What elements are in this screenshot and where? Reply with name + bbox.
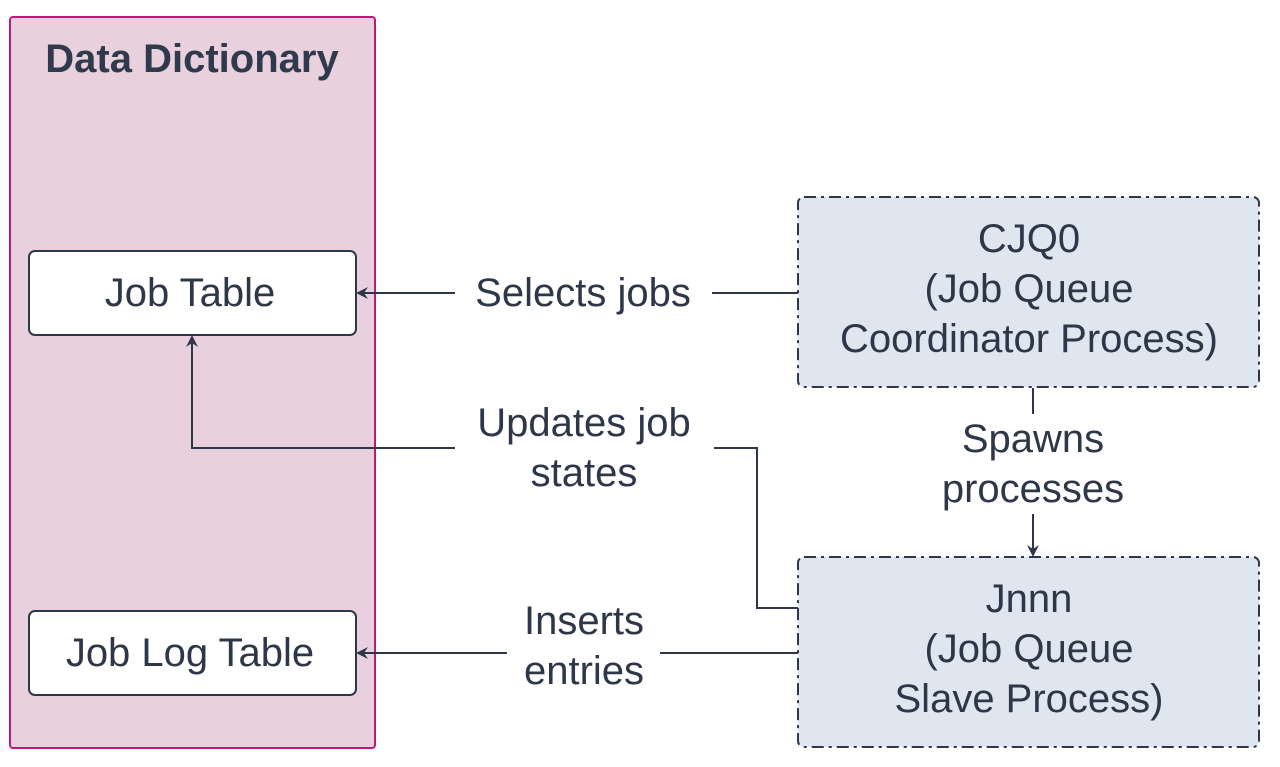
edge-inserts-label-line-1: Inserts	[524, 599, 644, 643]
cjq0-label-line-3: Coordinator Process)	[840, 317, 1218, 361]
edge-inserts-entries: Inserts entries	[356, 599, 798, 693]
edge-updates-label-line-1: Updates job	[477, 401, 690, 445]
job-log-table-label: Job Log Table	[66, 631, 314, 675]
jnnn-node[interactable]: Jnnn (Job Queue Slave Process)	[797, 556, 1260, 748]
group-title: Data Dictionary	[45, 37, 339, 81]
job-table-node[interactable]: Job Table	[28, 250, 357, 336]
jnnn-label-line-3: Slave Process)	[895, 677, 1164, 721]
cjq0-node[interactable]: CJQ0 (Job Queue Coordinator Process)	[797, 196, 1260, 388]
jnnn-label-line-1: Jnnn	[986, 577, 1073, 621]
cjq0-label-line-1: CJQ0	[978, 217, 1080, 261]
jnnn-label-line-2: (Job Queue	[924, 627, 1133, 671]
job-log-table-node[interactable]: Job Log Table	[28, 610, 357, 696]
edge-selects-label: Selects jobs	[475, 271, 691, 315]
edge-inserts-label-line-2: entries	[524, 649, 644, 693]
job-table-label: Job Table	[105, 271, 276, 315]
cjq0-label-line-2: (Job Queue	[924, 267, 1133, 311]
edge-spawns-label-line-2: processes	[942, 467, 1124, 511]
edge-updates-label-line-2: states	[531, 451, 638, 495]
edge-selects-jobs: Selects jobs	[356, 271, 798, 315]
edge-spawns-processes: Spawns processes	[942, 388, 1124, 557]
edge-spawns-label-line-1: Spawns	[962, 417, 1104, 461]
edge-updates-job-states: Updates job states	[186, 335, 798, 609]
